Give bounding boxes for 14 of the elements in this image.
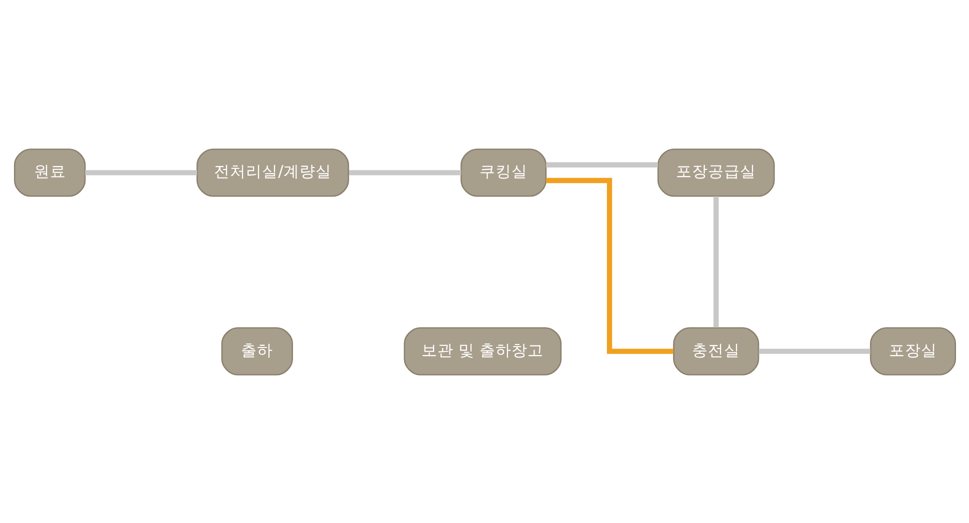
node-box: 포장공급실 <box>656 148 774 196</box>
connector <box>713 196 718 327</box>
connector <box>546 162 658 167</box>
node-box: 출하 <box>220 326 292 375</box>
node-box: 포장실 <box>869 326 956 375</box>
node-box: 충전실 <box>672 326 759 375</box>
node-box: 원료 <box>13 148 86 196</box>
connector <box>84 170 197 175</box>
connector <box>546 177 673 354</box>
connector <box>348 170 461 175</box>
node-box: 전처리실/계량실 <box>196 148 349 196</box>
connector <box>758 348 870 354</box>
node-box: 보관 및 출하창고 <box>403 326 562 375</box>
node-box: 쿠킹실 <box>460 148 546 196</box>
